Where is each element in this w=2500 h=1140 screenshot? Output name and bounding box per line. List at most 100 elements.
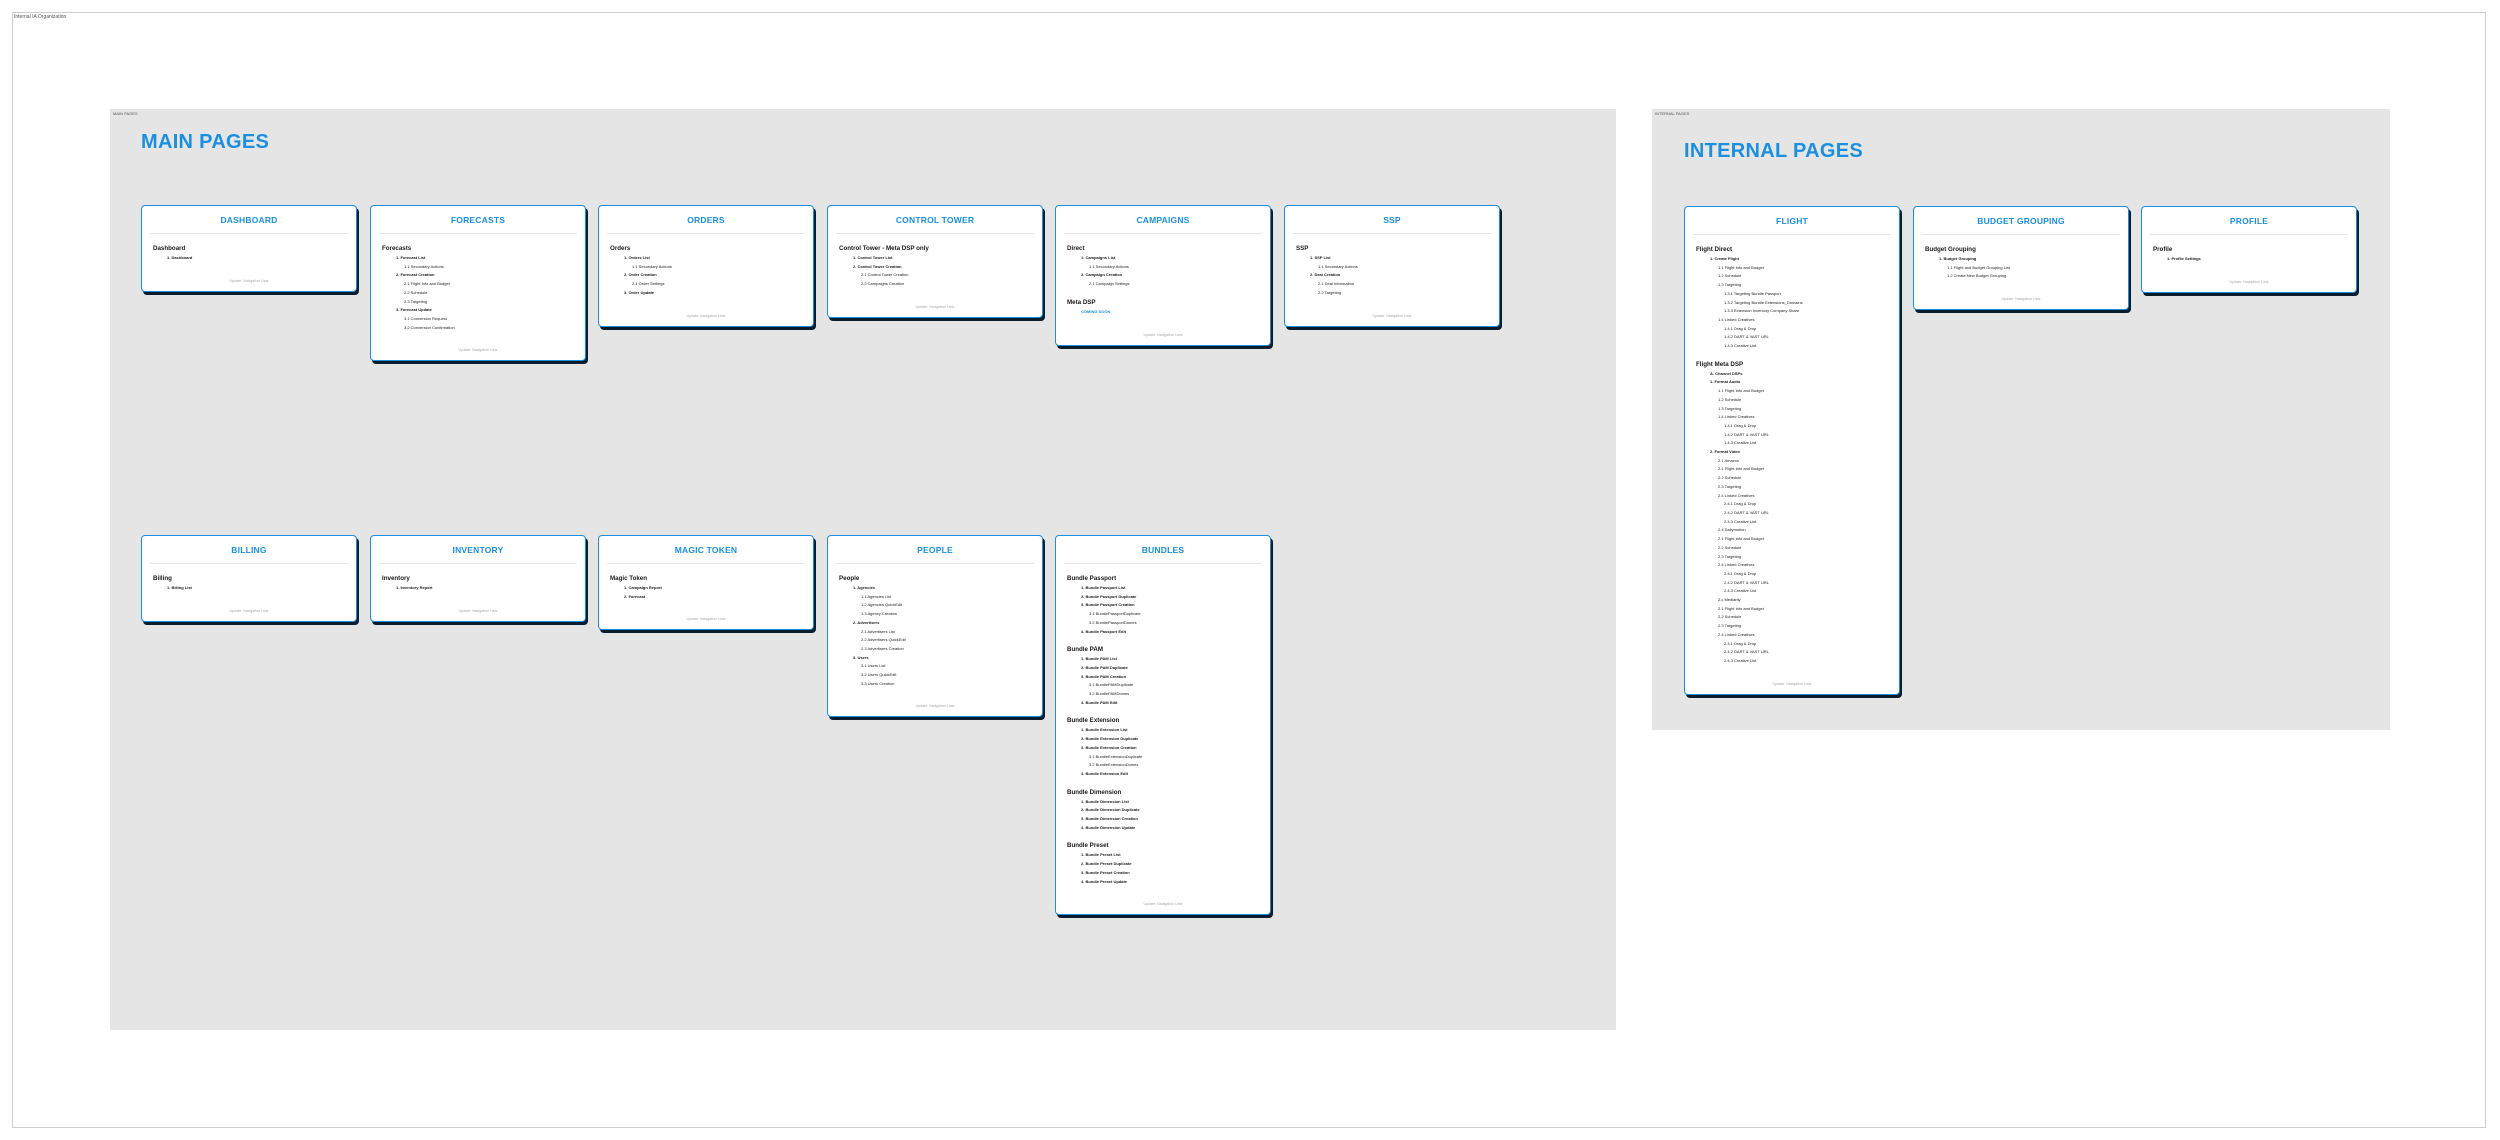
page-item: 1.2 Schedule [1718,396,1742,402]
page-item: 2.2 Schedule [1718,544,1742,550]
card-footer-note: Update: Navigation Lists [1143,332,1183,337]
page-item: 1.4.1 Drag & Drop [1724,325,1757,331]
page-item: 1.1 Secondary Actions [1318,263,1358,269]
page-item: 2.2 Schedule [1718,614,1742,620]
page-item: 2.1 Order Settings [632,281,665,287]
page-item: 2.4.2 DART & VAST URL [1724,649,1769,655]
page-item: 2. Campaign Creation [1081,272,1123,278]
main-pages-tag: MAIN PAGES [113,111,138,116]
page-item: 1.3.3 Extension Inventory Company Share [1724,308,1800,314]
page-item: 1.4 Linked Creatives [1718,414,1755,420]
page-item: 2.1 Flight Info and Budget [1718,536,1764,542]
page-item: 2.2 Schedule [404,289,428,295]
page-item: 1. Bundle Preset List [1081,852,1121,858]
page-item: 1. Bundle Passport List [1081,585,1126,590]
card-footer-note: Update: Navigation Lists [686,617,726,622]
card-footer-note: Update: Navigation Lists [2001,297,2041,302]
page-item: 2. Forecast Creation [396,272,435,278]
page-item: 1.1 Flight Info and Budget [1718,264,1764,270]
page-item: 2.4 Linked Creatives [1718,631,1755,637]
page-item: 1. Bundle Dimension List [1081,798,1129,804]
internal-pages-tag: INTERNAL PAGES [1655,111,1690,116]
card-title: BILLING [150,536,348,564]
page-item: 1.1 Flight Info and Budget [1718,388,1764,394]
group-title: SSP [1296,245,1309,252]
page-item: 2. Deal Creation [1310,272,1341,278]
page-item: 1.2 Schedule [1718,273,1742,279]
page-item: 1.1 Secondary Actions [1089,263,1129,269]
page-item: 2. Bundle Passport Duplicate [1081,593,1137,599]
page-item: 3. Bundle PAM Creation [1081,673,1127,679]
page-item: 1. Dashboard [167,255,193,260]
card-footer-note: Update: Navigation Lists [915,304,955,309]
page-item: 3.1 BundlePAMDuplicate [1089,682,1134,688]
group-title: Flight Meta DSP [1696,360,1744,368]
page-item: 1. Campaigns List [1081,255,1116,260]
page-item: 3. Bundle Extension Creation [1081,744,1137,750]
group-title: Dashboard [153,245,186,252]
page-item: 2.4.2 DART & VAST URL [1724,579,1769,585]
page-item: 2.4.3 Creative List [1724,588,1757,594]
card-title: SSP [1293,206,1491,234]
page-item: 3.2 BundlePassportDomes [1089,619,1137,625]
page-item: 3.2 BundlePAMDomes [1089,691,1130,697]
page-item: 2.4 Linked Creatives [1718,492,1755,498]
card-footer-note: Update: Navigation Lists [458,348,498,353]
group-title: Control Tower - Meta DSP only [839,245,929,252]
card-title: PEOPLE [836,536,1034,564]
campaigns-card[interactable]: CAMPAIGNS Direct 1. Campaigns List 1.1 Seco… [1055,205,1271,346]
page-item: 2.1 Campaign Settings [1089,281,1130,287]
page-item: 3.2 BundleExtensionDomes [1089,762,1139,768]
page-item: 1. SSP List [1310,255,1331,260]
group-title: Budget Grouping [1925,246,1976,253]
card-footer-note: Update: Navigation Lists [1772,681,1812,686]
page-item: 2. Bundle Preset Duplicate [1081,861,1132,867]
page-item: 3.2 Conversion Confirmation [404,324,455,330]
page-item: 3. Forecast Update [396,307,432,313]
page-item: 3. Bundle Dimension Creation [1081,816,1138,822]
canvas-label: Internal IA Organization [14,14,67,20]
group-title: Meta DSP [1067,298,1096,306]
group-title: Direct [1067,245,1085,252]
page-item: 4. Bundle Extension Edit [1081,770,1128,776]
card-title: MAGIC TOKEN [607,536,805,564]
page-item: 1.3 Agency Creation [861,611,898,617]
page-item: 1.1 Secondary Actions [404,263,444,269]
group-title: Forecasts [382,245,412,252]
page-item: 2.4.3 Creative List [1724,657,1757,663]
card-title: FLIGHT [1693,207,1891,235]
page-item: 1. Inventory Report [396,585,433,590]
page-item: 1.4 Linked Creatives [1718,316,1755,322]
page-item: 1. Campaign Report [624,585,662,590]
page-item: 2.3 Targeting [1718,553,1742,559]
page-item: 2.2 Advertisers QuickEdit [861,637,906,643]
page-item: 2. Bundle Extension Duplicate [1081,736,1139,742]
page-item: 2.1 Amazon [1718,457,1740,463]
card-title: CAMPAIGNS [1064,206,1262,234]
page-item: 3.1 Conversion Request [404,315,447,321]
